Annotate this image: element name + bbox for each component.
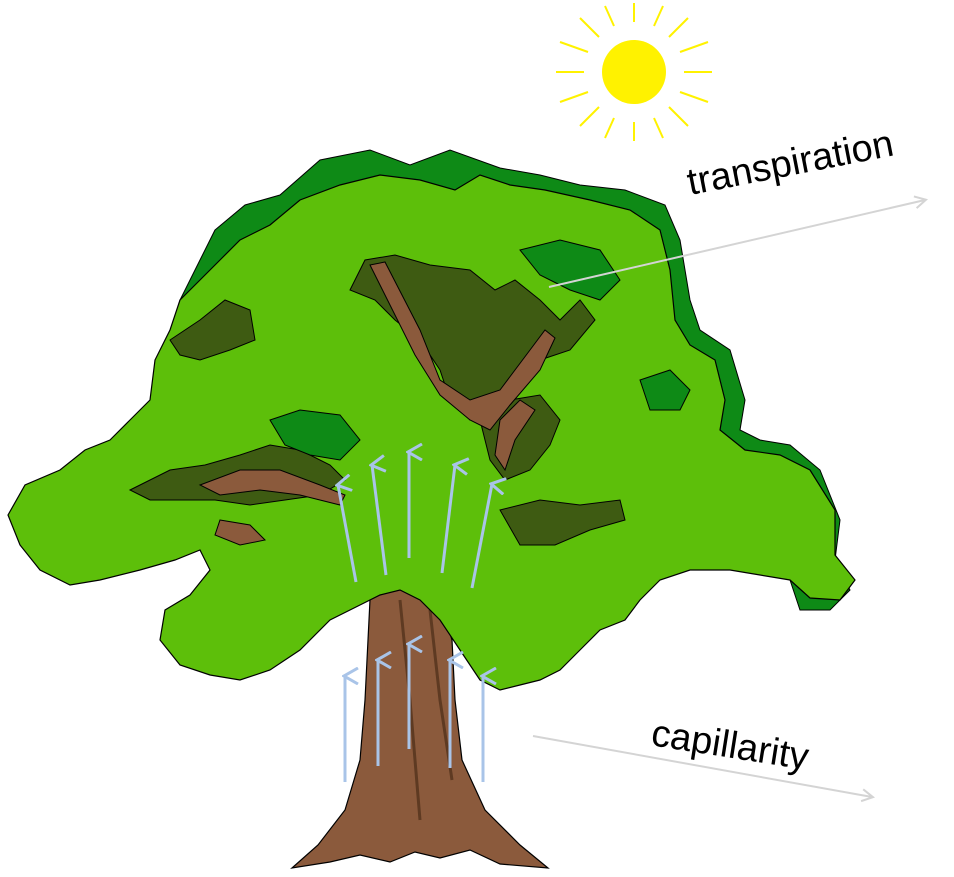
transpiration-label: transpiration	[684, 123, 897, 204]
sun-disc	[602, 40, 666, 104]
sun-icon	[556, 3, 712, 141]
capillarity-label: capillarity	[649, 712, 812, 778]
